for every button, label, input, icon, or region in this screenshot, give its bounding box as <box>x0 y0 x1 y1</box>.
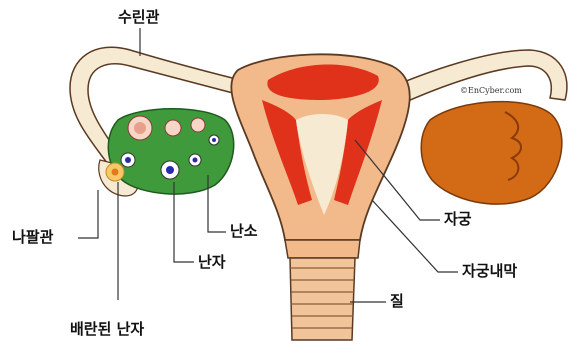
vagina <box>290 258 355 340</box>
line-fimbriae <box>78 190 98 238</box>
cervix <box>285 240 360 258</box>
label-vagina: 질 <box>390 294 404 309</box>
label-fallopian-tube: 수린관 <box>118 10 159 25</box>
label-ovulated-egg: 배란된 난자 <box>70 322 144 337</box>
ovulated-egg <box>106 163 124 181</box>
copyright-text: ©EnCyber.com <box>460 86 522 95</box>
label-endometrium: 자궁내막 <box>462 264 517 279</box>
label-fimbriae: 나팔관 <box>12 230 53 245</box>
right-ovary <box>421 102 562 204</box>
label-ovary: 난소 <box>230 224 258 239</box>
label-uterus: 자궁 <box>444 212 472 227</box>
label-egg: 난자 <box>198 255 226 270</box>
